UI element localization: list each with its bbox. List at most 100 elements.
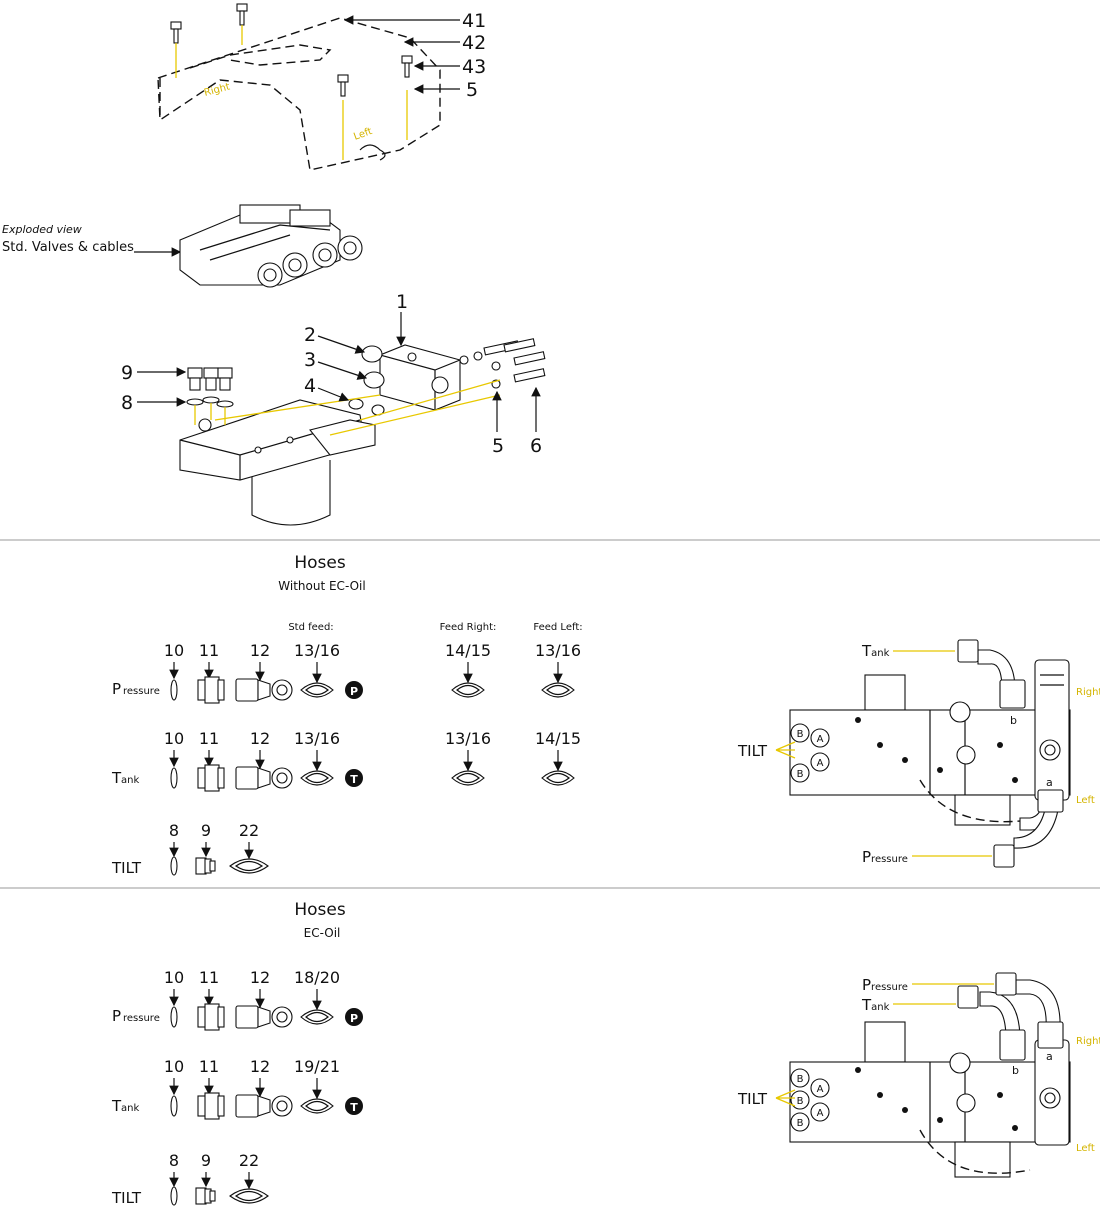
screw-1 — [170, 21, 182, 78]
svg-text:a: a — [1046, 776, 1053, 789]
callout-3: 3 — [304, 349, 316, 371]
cover-diagram: Right Left — [157, 3, 441, 171]
v1-pressure-label: Pressure — [862, 848, 908, 866]
cover-right-label: Right — [203, 81, 231, 98]
svg-text:19/21: 19/21 — [294, 1057, 340, 1076]
callout-5-block: 5 — [492, 435, 504, 457]
svg-text:8: 8 — [169, 821, 179, 840]
svg-text:TILT: TILT — [111, 859, 142, 877]
svg-text:13/16: 13/16 — [445, 729, 491, 748]
callout-1: 1 — [396, 291, 408, 313]
v2-tilt-label: TILT — [737, 1090, 768, 1108]
screw-2 — [236, 3, 248, 45]
svg-text:11: 11 — [199, 968, 219, 987]
svg-text:ank: ank — [121, 775, 139, 786]
exploded-view-label: Exploded view — [2, 223, 82, 236]
callout-2: 2 — [304, 324, 316, 346]
v2-pressure-label: Pressure — [862, 976, 908, 994]
svg-text:9: 9 — [201, 821, 211, 840]
valve-block-2: B A B B A b a — [775, 972, 1071, 1178]
callout-8: 8 — [121, 392, 133, 414]
svg-text:12: 12 — [250, 1057, 270, 1076]
svg-text:B: B — [797, 1096, 804, 1107]
svg-text:b: b — [1010, 714, 1017, 727]
svg-text:b: b — [1012, 1064, 1019, 1077]
v2-right-label: Right — [1076, 1036, 1100, 1047]
svg-text:13/16: 13/16 — [535, 641, 581, 660]
feed-std-label: Std feed: — [288, 622, 333, 633]
svg-text:9: 9 — [201, 1151, 211, 1170]
screw-3 — [337, 74, 349, 160]
svg-text:14/15: 14/15 — [535, 729, 581, 748]
svg-text:10: 10 — [164, 729, 184, 748]
section1-title: Hoses — [294, 553, 346, 573]
pressure-badge-ec: P — [350, 1012, 358, 1025]
callout-9: 9 — [121, 362, 133, 384]
svg-text:8: 8 — [169, 1151, 179, 1170]
callout-4: 4 — [304, 375, 316, 397]
svg-text:10: 10 — [164, 968, 184, 987]
svg-text:P: P — [112, 680, 121, 698]
v2-left-label: Left — [1076, 1143, 1095, 1154]
feed-left-label: Feed Left: — [533, 622, 582, 633]
valve-block-1: B A B A b a — [775, 639, 1071, 868]
svg-text:ank: ank — [121, 1103, 139, 1114]
svg-text:12: 12 — [250, 968, 270, 987]
svg-text:10: 10 — [164, 641, 184, 660]
svg-text:T: T — [111, 769, 122, 787]
callout-6: 6 — [530, 435, 542, 457]
svg-text:13/16: 13/16 — [294, 729, 340, 748]
svg-text:A: A — [817, 758, 824, 769]
tank-badge-ec: T — [350, 1101, 358, 1114]
callout-43: 43 — [462, 56, 486, 78]
svg-text:13/16: 13/16 — [294, 641, 340, 660]
svg-text:B: B — [797, 1074, 804, 1085]
svg-text:A: A — [817, 734, 824, 745]
section2-subtitle: EC-Oil — [304, 926, 341, 940]
svg-text:11: 11 — [199, 729, 219, 748]
cover-left-label: Left — [352, 126, 374, 143]
svg-text:11: 11 — [199, 1057, 219, 1076]
v2-tank-label: Tank — [861, 996, 890, 1014]
section1-subtitle: Without EC-Oil — [278, 579, 365, 593]
svg-text:B: B — [797, 729, 804, 740]
v1-right-label: Right — [1076, 687, 1100, 698]
callout-42: 42 — [462, 32, 486, 54]
s1-tank-row: T ank 10 11 12 13/16 13/16 14/15 T — [111, 729, 581, 792]
svg-text:A: A — [817, 1084, 824, 1095]
svg-text:22: 22 — [239, 821, 259, 840]
svg-text:B: B — [797, 769, 804, 780]
section2-title: Hoses — [294, 900, 346, 920]
svg-text:22: 22 — [239, 1151, 259, 1170]
svg-text:P: P — [112, 1007, 121, 1025]
svg-text:T: T — [111, 1097, 122, 1115]
svg-text:18/20: 18/20 — [294, 968, 340, 987]
svg-text:14/15: 14/15 — [445, 641, 491, 660]
s2-tilt-row: TILT 8 9 22 — [111, 1151, 269, 1207]
std-valves-label: Std. Valves & cables — [2, 240, 134, 255]
svg-text:11: 11 — [199, 641, 219, 660]
screw-4 — [401, 55, 413, 140]
svg-text:12: 12 — [250, 729, 270, 748]
s2-tank-row: T ank 10 11 12 19/21 T — [111, 1057, 363, 1120]
svg-text:B: B — [797, 1118, 804, 1129]
svg-text:12: 12 — [250, 641, 270, 660]
tank-badge: T — [350, 773, 358, 786]
svg-text:ressure: ressure — [123, 1013, 160, 1024]
v1-tank-label: Tank — [861, 642, 890, 660]
s1-pressure-row: P ressure 10 11 12 13/16 14/15 13/16 P — [112, 641, 581, 704]
v1-left-label: Left — [1076, 795, 1095, 806]
v1-tilt-label: TILT — [737, 742, 768, 760]
feed-right-label: Feed Right: — [440, 622, 497, 633]
svg-text:TILT: TILT — [111, 1189, 142, 1207]
std-valves-drawing — [179, 204, 363, 288]
callout-41: 41 — [462, 10, 486, 32]
s1-tilt-row: TILT 8 9 22 — [111, 821, 269, 877]
s2-pressure-row: P ressure 10 11 12 18/20 P — [112, 968, 363, 1031]
svg-text:10: 10 — [164, 1057, 184, 1076]
manifold-assembly — [179, 338, 546, 526]
svg-text:ressure: ressure — [123, 686, 160, 697]
svg-text:A: A — [817, 1108, 824, 1119]
svg-text:a: a — [1046, 1050, 1053, 1063]
callout-5-top: 5 — [466, 79, 478, 101]
